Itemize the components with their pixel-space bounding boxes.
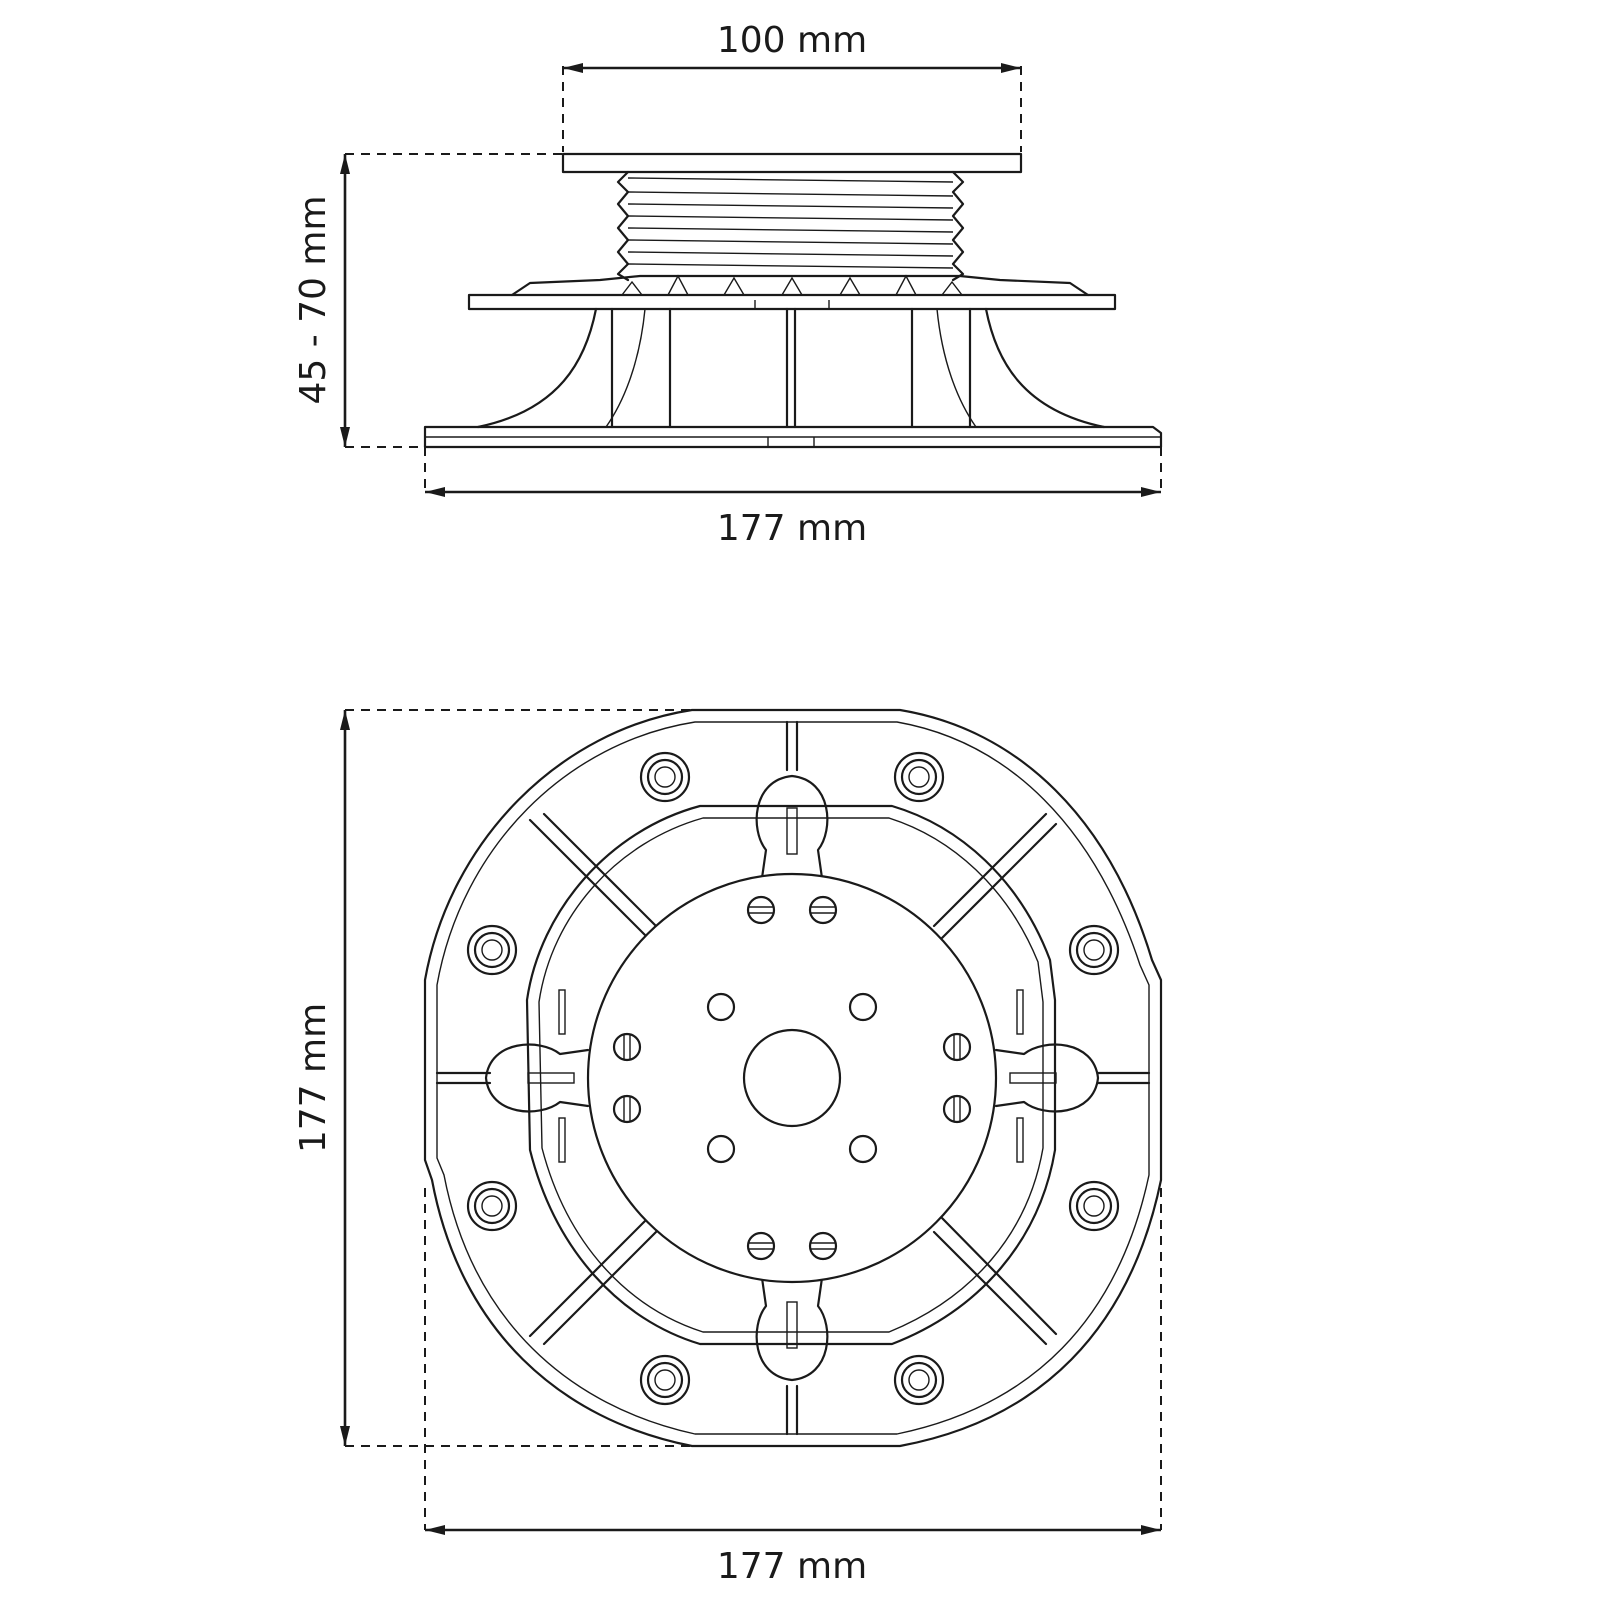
mounting-hole <box>1068 924 1120 976</box>
keyhole-tab-right <box>994 1043 1100 1113</box>
mounting-hole <box>893 1354 945 1406</box>
top-view-width-label: 177 mm <box>717 1546 867 1587</box>
top-width-label: 100 mm <box>717 20 867 61</box>
threaded-column <box>616 170 965 282</box>
base-outline <box>423 708 1163 1448</box>
dimension-height-range: 45 - 70 mm <box>293 153 563 448</box>
height-range-label: 45 - 70 mm <box>293 195 334 404</box>
base-plate <box>423 425 1163 449</box>
dimension-top-view-height: 177 mm <box>293 709 692 1447</box>
mounting-hole <box>466 1180 518 1232</box>
center-disc <box>586 872 998 1284</box>
collar <box>510 274 1090 297</box>
mid-flange <box>467 293 1117 311</box>
mounting-hole <box>639 751 691 803</box>
axis-ribs <box>435 720 1151 1436</box>
keyhole-tab-top <box>755 774 829 880</box>
top-view-height-label: 177 mm <box>293 1003 334 1153</box>
mounting-hole <box>639 1354 691 1406</box>
mounting-hole <box>466 924 518 976</box>
keyhole-tab-bottom <box>755 1276 829 1382</box>
center-bore <box>742 1028 842 1128</box>
dimension-top-width: 100 mm <box>562 20 1022 152</box>
base-body <box>476 307 1106 429</box>
inner-ring <box>525 804 1057 1346</box>
mounting-hole <box>1068 1180 1120 1232</box>
diagonal-ribs <box>528 812 1058 1346</box>
side-view: 100 mm 45 - 70 mm <box>293 20 1163 549</box>
dimension-base-width: 177 mm <box>424 447 1162 549</box>
top-plate <box>561 152 1023 174</box>
screw-holes <box>612 895 972 1261</box>
mounting-hole <box>893 751 945 803</box>
base-width-label: 177 mm <box>717 508 867 549</box>
mounting-holes <box>466 751 1120 1406</box>
top-view: 177 mm 177 mm <box>293 708 1163 1587</box>
small-slots <box>558 989 1024 1163</box>
dimension-top-view-width: 177 mm <box>424 1188 1162 1587</box>
disc-holes <box>706 992 878 1164</box>
inner-ring-inner <box>538 817 1044 1333</box>
keyhole-tab-left <box>484 1043 590 1113</box>
